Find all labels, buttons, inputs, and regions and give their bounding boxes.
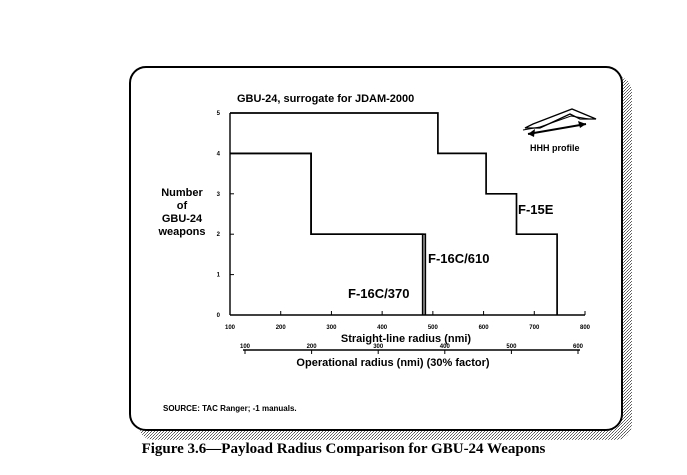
y-axis-label-line: weapons	[157, 226, 205, 238]
y-tick-label: 1	[217, 273, 221, 279]
hhh-profile-label: HHH profile	[530, 143, 580, 153]
x2-axis-label: Operational radius (nmi) (30% factor)	[296, 357, 489, 369]
source-note: SOURCE: TAC Ranger; -1 manuals.	[163, 404, 297, 413]
y-tick-label: 3	[217, 192, 221, 198]
y-tick-label: 2	[217, 232, 221, 238]
x-tick-label: 800	[580, 325, 591, 331]
x-tick-label: 600	[479, 325, 490, 331]
y-axis-label-line: GBU-24	[162, 213, 203, 225]
series-f15e-line	[230, 112, 558, 315]
chart-title: GBU-24, surrogate for JDAM-2000	[237, 93, 414, 105]
x2-tick-label: 600	[573, 344, 584, 350]
y-tick-label: 5	[217, 111, 221, 117]
series-label-f15e: F-15E	[518, 202, 554, 217]
x-axis-label: Straight-line radius (nmi)	[341, 333, 472, 345]
series-lines	[230, 112, 558, 315]
y-tick-label: 4	[217, 151, 221, 157]
hhh-profile-icon	[522, 108, 597, 137]
series-f16c370-line	[230, 152, 424, 315]
x2-tick-label: 400	[440, 344, 451, 350]
y-tick-label: 0	[217, 313, 221, 319]
x-tick-label: 700	[529, 325, 540, 331]
figure-caption: Figure 3.6—Payload Radius Comparison for…	[141, 441, 546, 457]
y-axis-label-line: Number	[161, 187, 203, 199]
x-tick-label: 500	[428, 325, 439, 331]
x2-tick-label: 100	[240, 344, 251, 350]
x-tick-label: 400	[377, 325, 388, 331]
x-tick-label: 100	[225, 325, 236, 331]
x2-tick-label: 300	[373, 344, 384, 350]
x2-tick-label: 500	[506, 344, 517, 350]
x-tick-label: 200	[276, 325, 287, 331]
series-label-f16c370: F-16C/370	[348, 286, 409, 301]
axes: 0 1 2 3 4 5 100 200 300 400 500 600 700 800 100 200 300 4…	[217, 111, 591, 354]
x2-tick-label: 200	[307, 344, 318, 350]
y-axis-label-line: of	[177, 200, 188, 212]
x-tick-label: 300	[326, 325, 337, 331]
panel-frame	[129, 66, 623, 431]
series-label-f16c610: F-16C/610	[428, 251, 489, 266]
